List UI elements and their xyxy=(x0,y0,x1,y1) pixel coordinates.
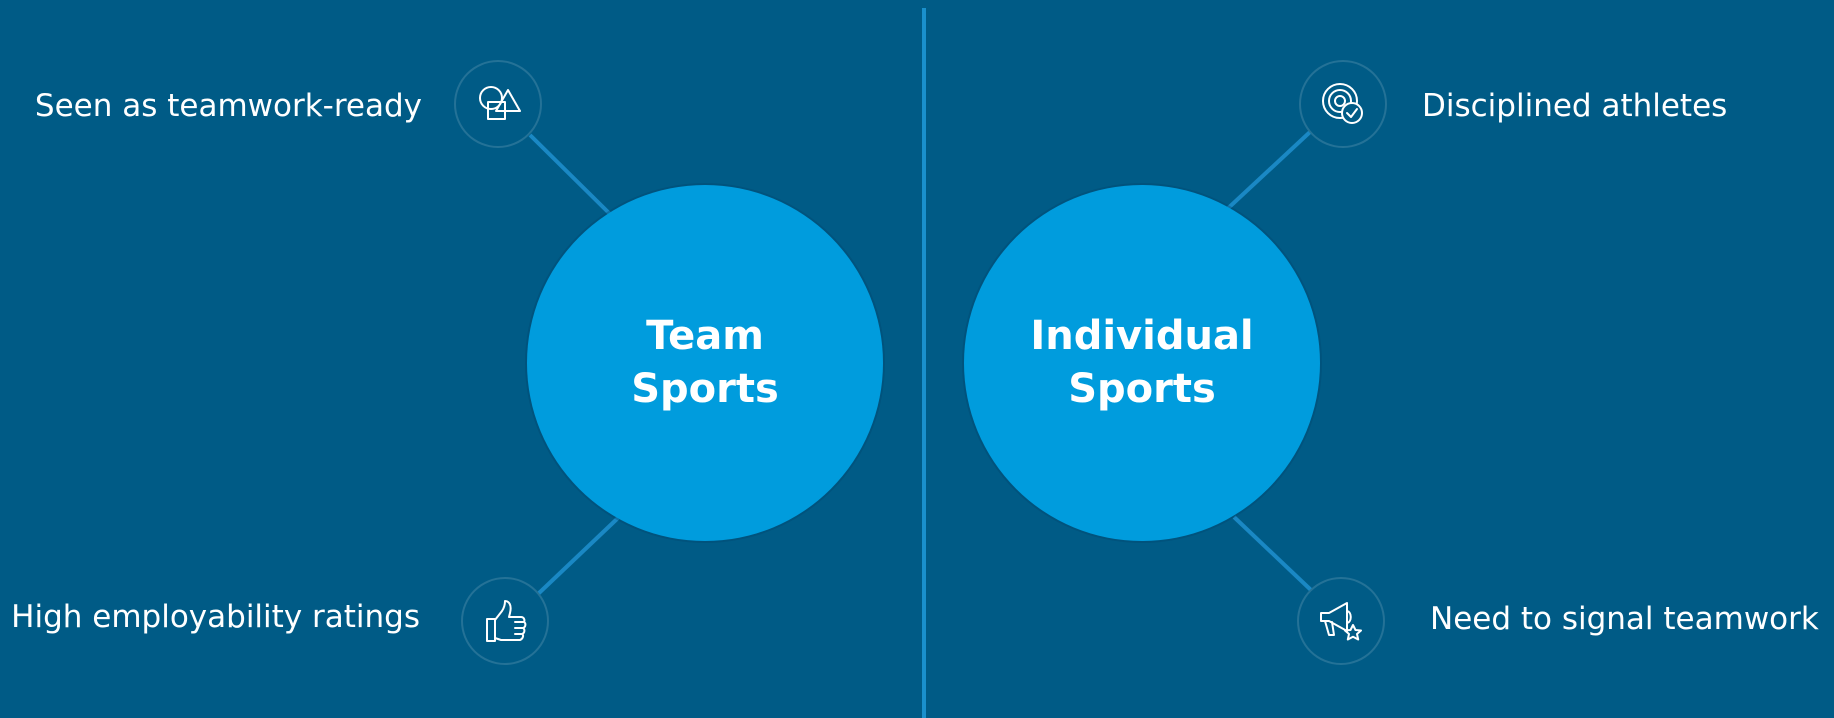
target-check-icon xyxy=(1322,83,1363,124)
connector-teamwork-ready xyxy=(528,133,612,216)
individual-sports-title-line1: Individual xyxy=(1030,313,1254,359)
team-sports-title-line1: Team xyxy=(646,313,764,359)
label-teamwork-ready: Seen as teamwork-ready xyxy=(34,88,422,124)
shapes-icon-badge xyxy=(454,60,542,148)
shapes-icon xyxy=(479,86,521,120)
label-high-employability: High employability ratings xyxy=(11,599,420,635)
thumbs-up-icon-badge xyxy=(461,577,549,665)
target-check-icon-badge xyxy=(1299,60,1387,148)
label-signal-teamwork: Need to signal teamwork xyxy=(1430,601,1819,637)
megaphone-star-icon xyxy=(1320,602,1362,641)
connector-disciplined xyxy=(1222,130,1312,214)
individual-sports-title-line2: Sports xyxy=(1068,366,1216,412)
team-sports-title-line2: Sports xyxy=(631,366,779,412)
thumbs-up-icon xyxy=(486,600,527,642)
label-disciplined-athletes: Disciplined athletes xyxy=(1422,88,1728,124)
individual-sports-circle: Individual Sports xyxy=(964,185,1320,541)
connector-signal-teamwork xyxy=(1232,515,1314,593)
megaphone-star-icon-badge xyxy=(1297,577,1385,665)
connector-employability xyxy=(536,516,620,596)
team-sports-circle: Team Sports xyxy=(527,185,883,541)
